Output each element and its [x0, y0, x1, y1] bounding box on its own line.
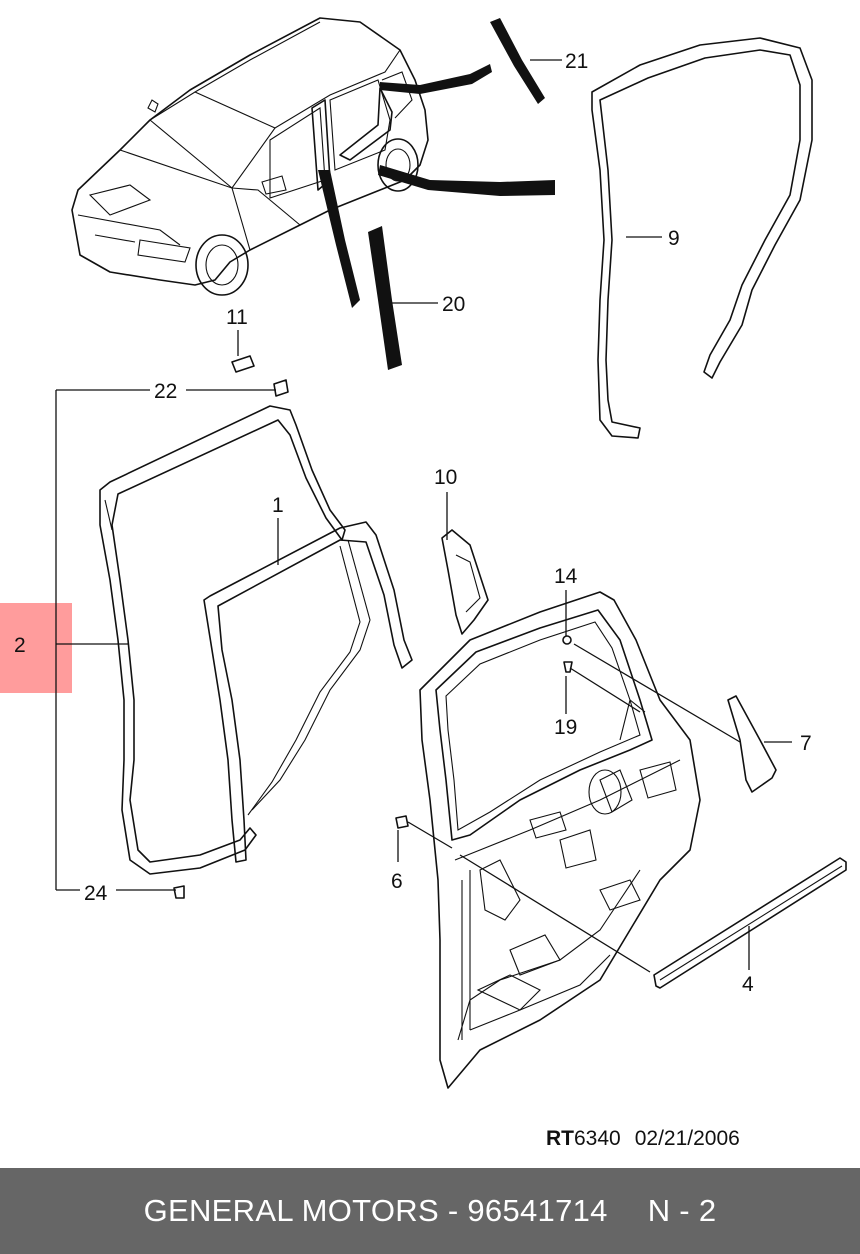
part-6-bolt	[395, 815, 409, 829]
footer-page-ref: N - 2	[647, 1193, 717, 1228]
part-24-clip	[173, 885, 185, 899]
part-2-door-weatherstrip	[99, 405, 346, 875]
rear-door-assembly	[419, 591, 701, 1089]
part-10-pillar-trim	[441, 529, 489, 635]
callout-1: 1	[272, 494, 284, 517]
drawing-date: 02/21/2006	[634, 1127, 740, 1150]
part-4-door-molding	[653, 857, 847, 989]
drawing-code-prefix: RT	[546, 1127, 574, 1150]
part-7-corner-trim	[727, 695, 777, 793]
callout-4: 4	[742, 973, 754, 996]
callout-19: 19	[554, 716, 577, 739]
callout-11: 11	[226, 306, 248, 329]
part-20-pointer	[318, 170, 360, 308]
part-19-bolt	[563, 661, 573, 673]
part-9-pointer	[378, 165, 555, 196]
part-21-weatherstrip	[490, 18, 545, 104]
part-11-clip	[231, 355, 255, 373]
parts-diagram: 21 9 20 11 22 1 10 14 2 19 7 6 24 4	[14, 17, 847, 1089]
drawing-reference-code: RT6340 02/21/2006	[546, 1127, 740, 1151]
leader-lines	[55, 59, 792, 973]
part-9-door-seal	[591, 37, 813, 439]
highlighted-callout-box	[0, 603, 72, 693]
part-22-clip	[273, 379, 289, 397]
callout-20: 20	[442, 293, 465, 316]
part-20-weatherstrip	[368, 226, 402, 370]
drawing-code-number: 6340	[574, 1127, 621, 1150]
part-1-window-channel	[203, 521, 413, 863]
callout-21: 21	[565, 50, 588, 73]
footer-brand-part-number: GENERAL MOTORS - 96541714	[143, 1193, 608, 1228]
callout-10: 10	[434, 466, 457, 489]
callout-labels: 21 9 20 11 22 1 10 14 2 19 7 6 24 4	[14, 50, 812, 996]
callout-9: 9	[668, 227, 680, 250]
callout-6: 6	[391, 870, 403, 893]
callout-22: 22	[154, 380, 177, 403]
part-21-pointer	[380, 64, 492, 94]
car-illustration	[71, 17, 429, 296]
callout-24: 24	[84, 882, 108, 905]
callout-14: 14	[554, 565, 578, 588]
footer-bar: GENERAL MOTORS - 96541714 N - 2	[0, 1168, 860, 1254]
part-14-bolt	[562, 635, 572, 645]
callout-2: 2	[14, 634, 26, 657]
callout-7: 7	[800, 732, 812, 755]
